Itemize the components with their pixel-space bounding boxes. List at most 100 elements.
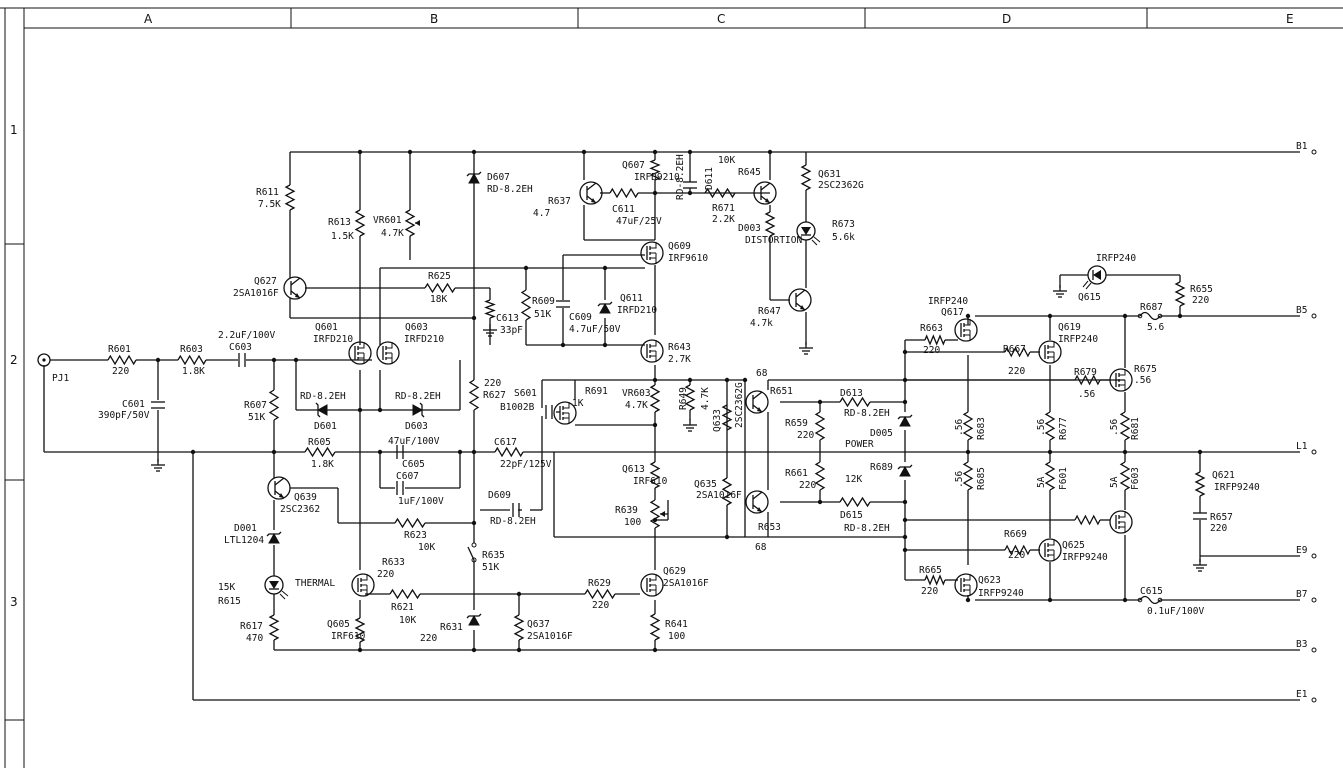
label-c611-ref: D611 <box>704 167 715 190</box>
r663-symbol <box>1004 346 1031 358</box>
label-r619-ref: R625 <box>428 271 451 282</box>
r629-symbol <box>609 187 639 199</box>
label-r647-ref: Q633 <box>712 409 723 432</box>
label-f601-val: 5.6 <box>1147 322 1164 333</box>
q603-symbol <box>376 341 400 365</box>
f603-symbol <box>1137 595 1163 605</box>
label-q617-val: IRFP240 <box>1058 334 1098 345</box>
label-r649-val: 2SA1016F <box>696 490 742 501</box>
ground-r625 <box>483 324 497 337</box>
d607-symbol <box>466 171 482 184</box>
rail-label-b1: B1 <box>1296 141 1308 152</box>
r673-symbol <box>684 384 696 411</box>
label-r607-val: 51K <box>248 412 265 423</box>
r631-symbol <box>584 588 616 600</box>
label-vr603-ref: R639 <box>615 505 638 516</box>
c609-symbol <box>545 405 553 419</box>
d613-symbol <box>897 414 913 427</box>
ground-c601 <box>151 459 165 472</box>
label-d615-val: 12K <box>845 474 862 485</box>
label-r661-val: RD-8.2EH <box>844 523 890 534</box>
label-r613-ref: R613 <box>328 217 351 228</box>
label-r653-ref: R661 <box>785 468 808 479</box>
rail-label-e1: E1 <box>1296 689 1308 700</box>
label-r633-val: 10K <box>399 615 416 626</box>
label-pj1: PJ1 <box>52 373 69 384</box>
c611-symbol <box>683 181 697 189</box>
r681-symbol <box>1044 461 1056 491</box>
r659-symbol <box>839 396 871 408</box>
label-r675-val: .56 <box>954 419 965 436</box>
label-r609-val: 22pF/125V <box>500 459 552 470</box>
label-q603-ref: Q603 <box>405 322 428 333</box>
zone-col-d: D <box>1002 12 1011 26</box>
label-r603-ref: R603 <box>180 344 203 355</box>
label-vr601-ref: VR601 <box>373 215 402 226</box>
zone-row-2: 2 <box>10 353 18 367</box>
zone-col-a: A <box>144 12 153 26</box>
r675-symbol <box>962 411 974 441</box>
label-r615-val: 470 <box>246 633 263 644</box>
label-c601-ref: C601 <box>122 399 145 410</box>
label-r663-ref: R667 <box>1003 344 1026 355</box>
label-c607-ref: C607 <box>396 471 419 482</box>
label-d611-ref: Q611 <box>620 293 643 304</box>
r669-symbol <box>1074 514 1101 526</box>
label-thermal: THERMAL <box>295 578 335 589</box>
label-r645-ref: D003 <box>738 223 761 234</box>
label-r617-ref: Q605 <box>327 619 350 630</box>
q601-symbol <box>348 341 372 365</box>
label-r691-ref: Q613 <box>622 464 645 475</box>
s601-switch-symbol <box>467 530 477 563</box>
label-irfp240-top: IRFP240 <box>928 296 968 307</box>
label-c603-val: 2.2uF/100V <box>218 330 275 341</box>
label-q627-ref: Q627 <box>254 276 277 287</box>
label-r689-ref: R655 <box>1190 284 1213 295</box>
vr603-symbol-wiper <box>660 511 668 517</box>
label-q621-val: IRFP9240 <box>978 588 1024 599</box>
r657-symbol <box>924 574 946 586</box>
r683-symbol <box>1119 411 1131 441</box>
r601-symbol <box>107 354 137 366</box>
q613-symbol <box>640 573 664 597</box>
label-q631-ref: R647 <box>758 306 781 317</box>
label-r657-ref: R665 <box>919 565 942 576</box>
label-r653-val: 220 <box>799 480 816 491</box>
r607-symbol <box>268 389 280 421</box>
c613-symbol <box>556 300 570 308</box>
label-c609-ref: S601 <box>514 388 537 399</box>
label-d603-ref: D603 <box>405 421 428 432</box>
q607-symbol <box>640 241 664 265</box>
vr603-symbol <box>649 499 661 529</box>
r651-symbol <box>814 411 826 441</box>
label-r601-ref: R601 <box>108 344 131 355</box>
label-r623-ref: R627 <box>483 390 506 401</box>
r665-symbol <box>1004 544 1031 556</box>
label-r639-ref: R641 <box>665 619 688 630</box>
label-q635-ref: R653 <box>758 522 781 533</box>
label-q619-ref: R675 <box>1134 364 1157 375</box>
label-r635-val: 2SA1016F <box>527 631 573 642</box>
d001-symbol <box>264 575 289 600</box>
c603-symbol <box>238 353 246 367</box>
label-r683-ref: R681 <box>1130 417 1141 440</box>
label-q631-val: 4.7k <box>750 318 773 329</box>
label-q639-val: 2SC2362 <box>280 504 320 515</box>
label-r665-val: 220 <box>1008 550 1025 561</box>
label-r673-val: 4.7K <box>700 387 711 410</box>
label-f601-ref: R687 <box>1140 302 1163 313</box>
d601-symbol <box>315 402 328 418</box>
r623-symbol <box>468 379 480 411</box>
r605-symbol <box>304 446 336 458</box>
label-q609-val: 2.7K <box>668 354 691 365</box>
labels: PJ1 B1 B5 L1 E9 B7 B3 E1 R601 220 R603 1… <box>52 141 1308 700</box>
label-q613-val: 2SA1016F <box>663 578 709 589</box>
junctions <box>155 149 1203 653</box>
label-r659-ref: D613 <box>840 388 863 399</box>
r625-symbol <box>484 299 496 319</box>
label-r687-val: IRFP9240 <box>1214 482 1260 493</box>
label-q629-val: 10K <box>718 155 735 166</box>
r691-symbol <box>649 461 661 489</box>
q619-symbol <box>1109 368 1133 392</box>
r645-symbol <box>764 211 776 237</box>
